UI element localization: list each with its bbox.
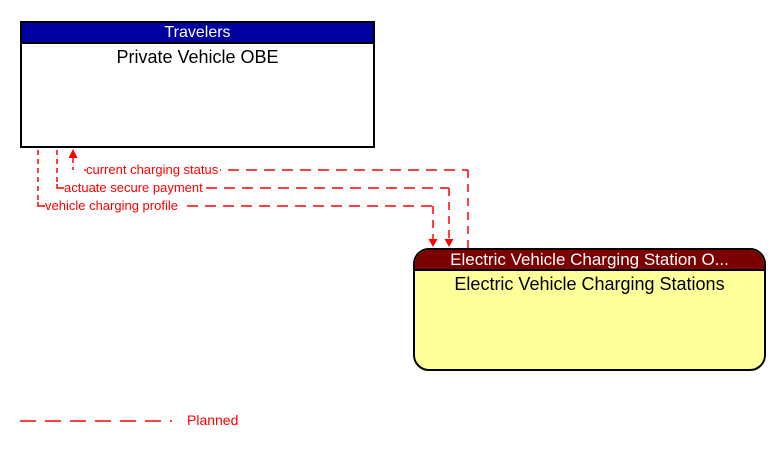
node-ev-charging-stations[interactable]: Electric Vehicle Charging Station O... E… xyxy=(413,248,766,371)
node-header-travelers: Travelers xyxy=(22,23,373,44)
node-body-ev-charging-stations: Electric Vehicle Charging Stations xyxy=(454,274,725,294)
flow-label-current-charging-status: current charging status xyxy=(86,162,221,177)
down-arrow-icon xyxy=(444,239,454,247)
node-travelers-private-vehicle-obe[interactable]: Travelers Private Vehicle OBE xyxy=(20,21,375,148)
node-header-ev-charging-station-operator: Electric Vehicle Charging Station O... xyxy=(415,250,764,271)
flow-label-actuate-secure-payment: actuate secure payment xyxy=(64,180,205,195)
node-body-private-vehicle-obe: Private Vehicle OBE xyxy=(116,47,279,67)
legend-planned-label: Planned xyxy=(187,412,239,428)
up-arrow-icon xyxy=(68,149,78,158)
flow-label-vehicle-charging-profile: vehicle charging profile xyxy=(45,198,180,213)
down-arrow-icon xyxy=(428,239,438,247)
